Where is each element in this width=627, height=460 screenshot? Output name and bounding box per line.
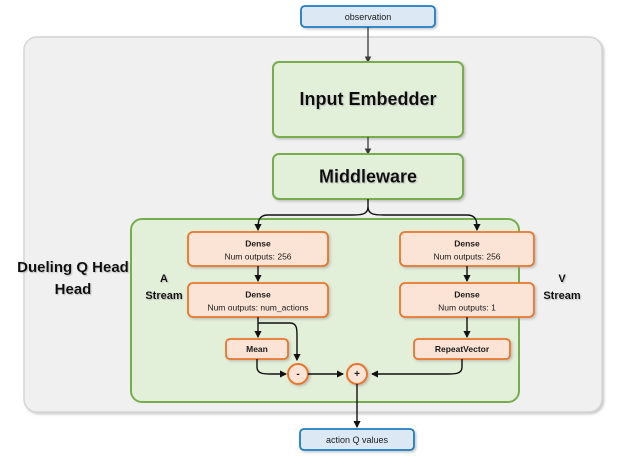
edge-repeatvector-to-add (370, 359, 463, 378)
a-stream-label-line2: Stream (145, 290, 183, 302)
edge-a-dense-actions-to-subtract (258, 322, 301, 362)
v-stream-dense-1-node[interactable]: Dense Num outputs: 1 (399, 282, 535, 318)
v-stream-label-line2: Stream (543, 290, 581, 302)
mean-label: Mean (246, 344, 268, 354)
a-stream-dense-actions-title: Dense (245, 289, 271, 299)
repeatvector-node[interactable]: RepeatVector (413, 338, 511, 360)
middleware-label: Middleware (319, 166, 417, 186)
a-stream-label-line1: A (160, 273, 168, 285)
v-stream-dense-256-sub: Num outputs: 256 (433, 251, 500, 261)
mean-node[interactable]: Mean (225, 338, 289, 360)
edge-middleware-to-v-stream (367, 206, 481, 232)
add-node[interactable]: + (346, 363, 368, 385)
dueling-q-head-title-line2: Head (55, 281, 92, 298)
subtract-operator-label: - (296, 369, 299, 380)
middleware-node[interactable]: Middleware (272, 153, 464, 200)
observation-node[interactable]: observation (300, 5, 436, 28)
input-embedder-node[interactable]: Input Embedder (272, 61, 464, 138)
v-stream-dense-256-node[interactable]: Dense Num outputs: 256 (399, 231, 535, 267)
a-stream-dense-actions-sub: Num outputs: num_actions (207, 302, 308, 312)
action-q-values-box[interactable] (299, 428, 415, 451)
a-stream-dense-256-node[interactable]: Dense Num outputs: 256 (187, 231, 329, 267)
subtract-node[interactable]: - (287, 363, 309, 385)
v-stream-dense-1-title: Dense (454, 289, 480, 299)
a-stream-dense-256-sub: Num outputs: 256 (224, 251, 291, 261)
action-q-values-node[interactable]: action Q values (299, 428, 415, 451)
observation-label: observation (345, 12, 392, 22)
edge-mean-to-subtract (256, 359, 288, 378)
repeatvector-label: RepeatVector (435, 344, 490, 354)
dueling-q-head-title-line1: Dueling Q Head (17, 259, 129, 276)
a-stream-dense-256-title: Dense (245, 238, 271, 248)
v-stream-label-line1: V (558, 273, 566, 285)
add-operator-label: + (354, 369, 360, 380)
input-embedder-label: Input Embedder (299, 89, 436, 109)
action-q-values-label: action Q values (326, 435, 389, 445)
v-stream-dense-1-sub: Num outputs: 1 (438, 302, 496, 312)
a-stream-dense-actions-node[interactable]: Dense Num outputs: num_actions (187, 282, 329, 318)
v-stream-dense-256-title: Dense (454, 238, 480, 248)
edge-middleware-to-a-stream (254, 206, 369, 232)
